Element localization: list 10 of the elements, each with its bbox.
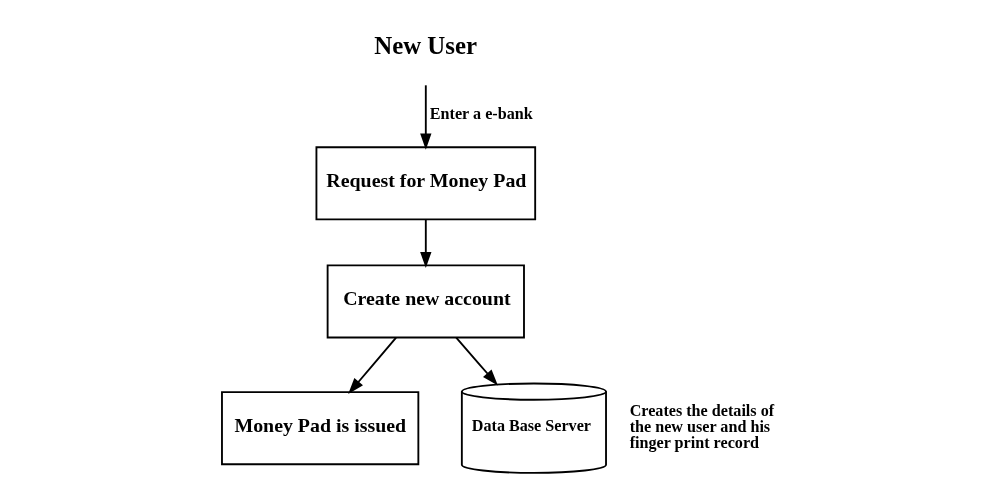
- arrow: [420, 218, 432, 269]
- arrow: [348, 336, 398, 394]
- edge-label: Enter a e-bank: [429, 105, 533, 123]
- node-box: Create new account: [326, 264, 525, 339]
- arrow: [455, 336, 498, 386]
- node-box: Money Pad is issued: [221, 391, 420, 466]
- arrow: [420, 84, 432, 150]
- node-label: Creates the details of the new user and his finger print record: [629, 401, 775, 451]
- node-box: Request for Money Pad: [315, 146, 537, 221]
- node-text: New User: [374, 32, 478, 60]
